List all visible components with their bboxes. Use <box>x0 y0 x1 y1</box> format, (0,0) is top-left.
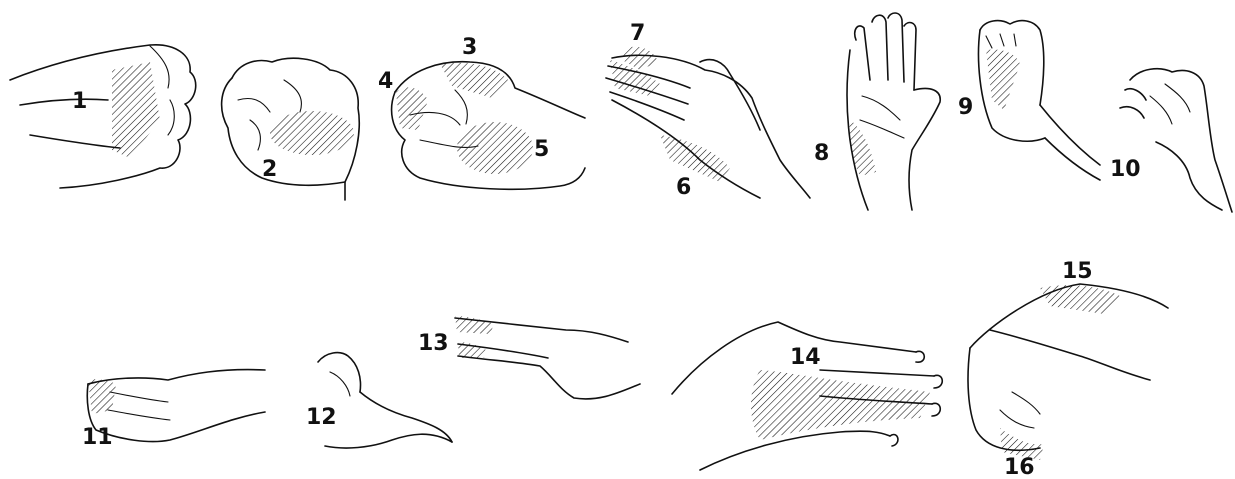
striking-area-9 <box>986 50 1020 110</box>
label-12: 12 <box>306 405 337 430</box>
label-16: 16 <box>1004 455 1035 479</box>
label-4: 4 <box>378 69 393 94</box>
label-14: 14 <box>790 345 821 370</box>
label-10: 10 <box>1110 157 1141 182</box>
striking-area-14 <box>751 370 930 440</box>
hand-figure-fingertip-profile <box>87 370 265 442</box>
label-7: 7 <box>630 21 645 46</box>
striking-area-1 <box>112 62 160 158</box>
striking-area-11 <box>88 379 116 414</box>
hand-figure-open-palm <box>847 13 940 210</box>
label-9: 9 <box>958 95 973 120</box>
fingertip-area-13 <box>458 342 486 358</box>
hand-figure-crane <box>318 353 452 448</box>
hand-figure-claw <box>1120 69 1232 212</box>
striking-area-2 <box>270 111 354 155</box>
striking-area-3 <box>440 63 510 98</box>
striking-area-13 <box>455 316 494 334</box>
label-2: 2 <box>262 157 277 182</box>
label-13: 13 <box>418 331 449 356</box>
hand-figure-two-finger-spear <box>455 316 640 399</box>
label-3: 3 <box>462 35 477 60</box>
label-5: 5 <box>534 137 549 162</box>
label-8: 8 <box>814 141 829 166</box>
label-15: 15 <box>1062 259 1093 284</box>
label-6: 6 <box>676 175 691 200</box>
hand-figure-open-knife <box>606 47 810 198</box>
hand-figure-fist-bottom <box>222 58 360 200</box>
striking-area-8 <box>849 120 876 176</box>
hand-figure-bent-fingers <box>979 21 1101 180</box>
striking-area-6 <box>660 135 730 182</box>
hand-figure-bent-wrist <box>968 284 1168 460</box>
striking-area-15 <box>1040 285 1120 314</box>
hand-figure-fist-side <box>10 45 196 188</box>
label-11: 11 <box>82 425 113 450</box>
striking-area-4 <box>396 87 428 130</box>
hand-figure-fist-front <box>392 62 585 190</box>
label-1: 1 <box>72 89 87 114</box>
striking-area-5 <box>457 122 533 174</box>
